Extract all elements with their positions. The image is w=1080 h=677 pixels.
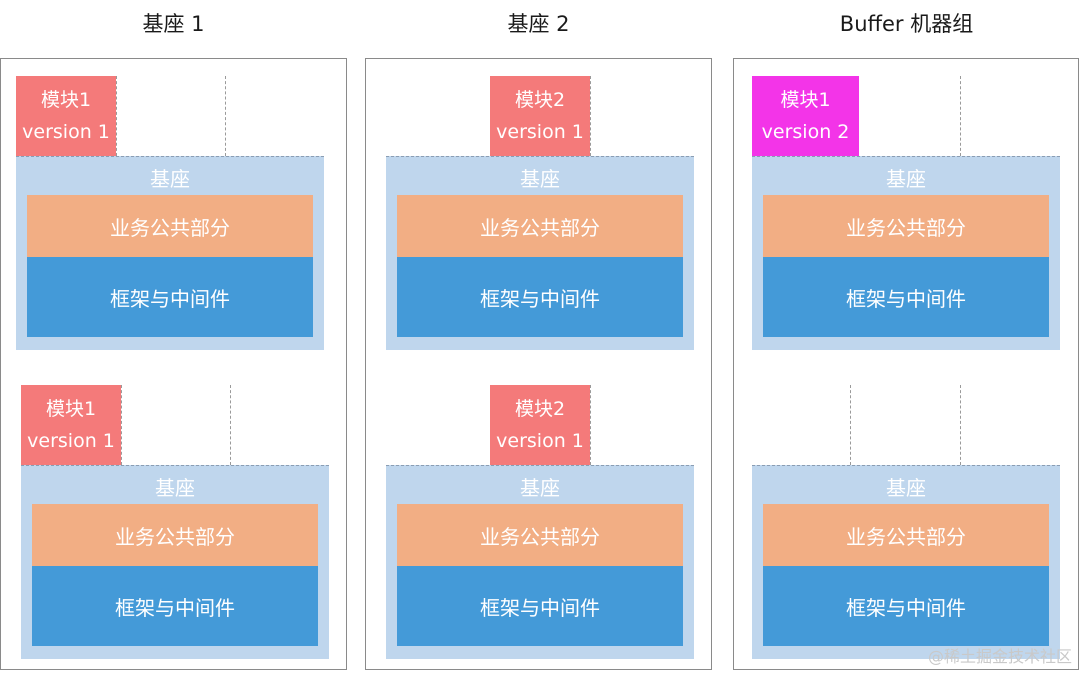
slot-divider: [590, 385, 591, 465]
business-common-layer: 业务公共部分: [763, 195, 1049, 257]
business-common-layer: 业务公共部分: [763, 504, 1049, 566]
column-title-base-1: 基座 1: [142, 12, 205, 36]
base-label: 基座: [886, 167, 926, 191]
machine-slot: 模块2 version 1 基座 业务公共部分 框架与中间件: [386, 385, 694, 677]
module-box: 模块1 version 1: [16, 76, 116, 157]
business-common-layer: 业务公共部分: [27, 195, 313, 257]
framework-middleware-layer: 框架与中间件: [27, 257, 313, 337]
framework-middleware-layer: 框架与中间件: [397, 257, 683, 337]
framework-middleware-layer: 框架与中间件: [763, 257, 1049, 337]
module-name: 模块1: [780, 89, 831, 111]
machine-slot: 模块1 version 2 基座 业务公共部分 框架与中间件: [752, 76, 1060, 368]
slot-divider: [850, 385, 851, 465]
framework-middleware-layer: 框架与中间件: [32, 566, 318, 646]
base-container: 基座 业务公共部分 框架与中间件: [386, 465, 694, 659]
base-label: 基座: [155, 476, 195, 500]
watermark: @稀土掘金技术社区: [927, 647, 1072, 666]
business-common-layer: 业务公共部分: [32, 504, 318, 566]
base-label: 基座: [520, 167, 560, 191]
column-base-1: 模块1 version 1 基座 业务公共部分 框架与中间件 模块1 versi…: [0, 58, 347, 670]
framework-middleware-layer: 框架与中间件: [763, 566, 1049, 646]
module-version: version 1: [22, 121, 110, 143]
base-label: 基座: [886, 476, 926, 500]
machine-slot: 模块1 version 1 基座 业务公共部分 框架与中间件: [21, 385, 329, 677]
module-box: 模块2 version 1: [490, 385, 590, 466]
column-title-base-2: 基座 2: [507, 12, 570, 36]
module-version: version 1: [27, 430, 115, 452]
module-box: 模块2 version 1: [490, 76, 590, 157]
framework-middleware-layer: 框架与中间件: [397, 566, 683, 646]
machine-slot: 模块1 version 1 基座 业务公共部分 框架与中间件: [16, 76, 324, 368]
machine-slot: 模块2 version 1 基座 业务公共部分 框架与中间件: [386, 76, 694, 368]
module-name: 模块2: [514, 398, 566, 420]
slot-divider: [225, 76, 226, 156]
slot-divider: [960, 76, 961, 156]
base-container: 基座 业务公共部分 框架与中间件: [386, 156, 694, 350]
module-version: version 2: [761, 121, 850, 143]
column-buffer-group: 模块1 version 2 基座 业务公共部分 框架与中间件 基座 业务公共部分…: [733, 58, 1079, 670]
module-version: version 1: [496, 430, 584, 452]
slot-divider: [590, 76, 591, 156]
business-common-layer: 业务公共部分: [397, 504, 683, 566]
slot-divider: [121, 385, 122, 465]
module-box: 模块1 version 1: [21, 385, 121, 466]
slot-divider: [960, 385, 961, 465]
module-version: version 1: [496, 121, 584, 143]
module-name: 模块1: [45, 398, 97, 420]
module-name: 模块2: [514, 89, 566, 111]
column-title-buffer: Buffer 机器组: [839, 12, 974, 36]
base-container: 基座 业务公共部分 框架与中间件: [752, 156, 1060, 350]
base-container: 基座 业务公共部分 框架与中间件: [21, 465, 329, 659]
column-base-2: 模块2 version 1 基座 业务公共部分 框架与中间件 模块2 versi…: [365, 58, 712, 670]
base-label: 基座: [150, 167, 190, 191]
module-box-new-version: 模块1 version 2: [752, 76, 859, 157]
machine-slot-empty: 基座 业务公共部分 框架与中间件: [752, 385, 1060, 677]
base-container: 基座 业务公共部分 框架与中间件: [752, 465, 1060, 659]
slot-divider: [230, 385, 231, 465]
module-name: 模块1: [40, 89, 92, 111]
base-container: 基座 业务公共部分 框架与中间件: [16, 156, 324, 350]
base-label: 基座: [520, 476, 560, 500]
slot-divider: [116, 76, 117, 156]
business-common-layer: 业务公共部分: [397, 195, 683, 257]
